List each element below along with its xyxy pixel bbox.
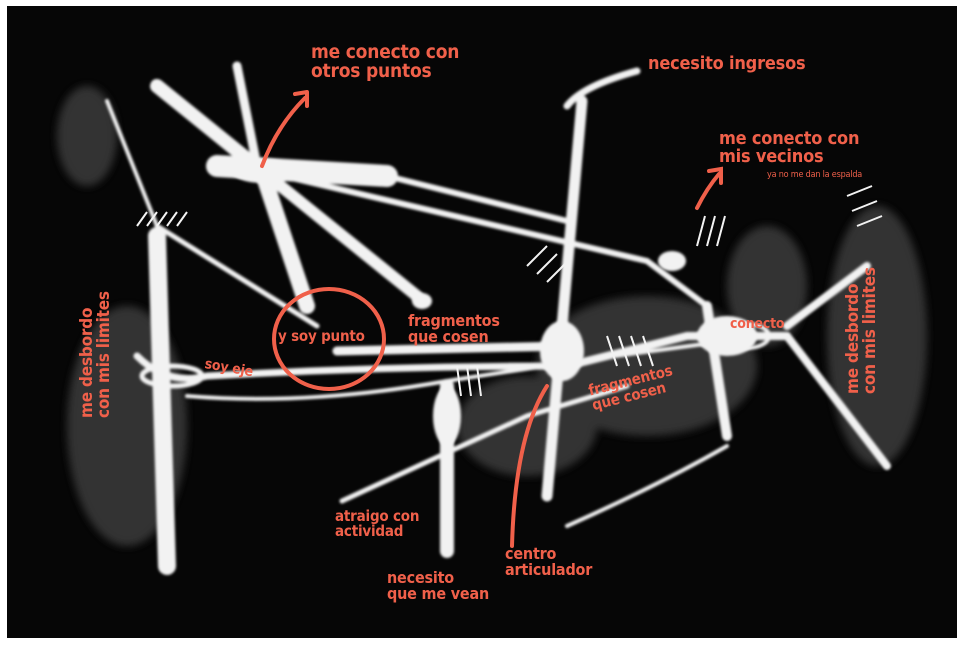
label-line: que cosen: [408, 329, 500, 345]
label-line: mis vecinos: [719, 148, 859, 166]
label-otros-puntos: me conecto con otros puntos: [311, 43, 459, 81]
label-fragmentos-1: fragmentos que cosen: [408, 313, 500, 345]
label-vecinos-sub: ya no me dan la espalda: [767, 171, 862, 180]
label-atraigo: atraigo con actividad: [335, 509, 419, 539]
label-line: otros puntos: [311, 62, 459, 81]
label-ingresos: necesito ingresos: [648, 55, 805, 73]
arrow-otros-puntos: [262, 98, 305, 166]
label-desbordo-left: me desbordo con mis limites: [79, 291, 113, 418]
label-vecinos: me conecto con mis vecinos: [719, 130, 859, 166]
arrow-vecinos: [697, 174, 719, 208]
label-conecto: conecto: [730, 317, 784, 331]
label-vean: necesito que me vean: [387, 570, 489, 602]
label-line: articulador: [505, 562, 592, 578]
label-soy-punto: y soy punto: [278, 329, 365, 344]
label-line: con mis limites: [96, 291, 113, 418]
label-line: actividad: [335, 524, 419, 539]
label-centro: centro articulador: [505, 546, 592, 578]
artwork-frame: me conecto con otros puntos necesito ing…: [7, 6, 957, 638]
label-desbordo-right: me desbordo con mis limites: [845, 267, 879, 394]
label-line: que me vean: [387, 586, 489, 602]
label-line: con mis limites: [862, 267, 879, 394]
